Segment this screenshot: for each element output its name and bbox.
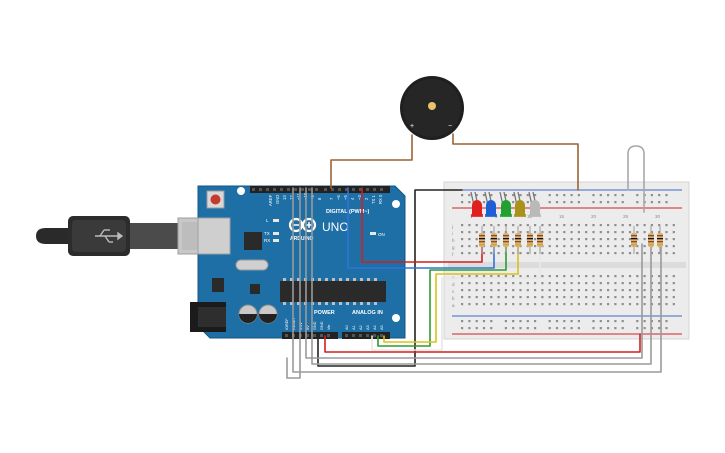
wire-green[interactable] bbox=[377, 245, 507, 347]
svg-text:A2: A2 bbox=[359, 325, 363, 330]
wire-gray-2[interactable] bbox=[286, 187, 301, 379]
reset-button[interactable] bbox=[210, 194, 221, 205]
svg-text:IOREF: IOREF bbox=[285, 318, 289, 330]
resistor[interactable] bbox=[479, 226, 485, 254]
resistor[interactable] bbox=[491, 226, 497, 254]
power-jack bbox=[190, 302, 226, 332]
resistor[interactable] bbox=[527, 226, 533, 254]
breadboard[interactable]: 1 5 10 15 20 25 30 j i h g f e d c b a bbox=[443, 181, 690, 340]
wire-blue[interactable] bbox=[347, 187, 495, 269]
wire-yellow[interactable] bbox=[383, 245, 519, 343]
gnd-label: GND bbox=[275, 195, 280, 204]
led-row bbox=[470, 191, 541, 217]
arduino-brand-label: ARDUINO bbox=[290, 236, 313, 242]
usb-icon bbox=[95, 229, 124, 243]
svg-text:A4: A4 bbox=[373, 325, 377, 330]
svg-text:~6: ~6 bbox=[336, 195, 341, 200]
led-blue[interactable] bbox=[484, 191, 497, 217]
svg-text:13: 13 bbox=[282, 195, 287, 200]
analog-label: ANALOG IN bbox=[352, 310, 383, 316]
svg-text:8: 8 bbox=[317, 197, 322, 200]
led-l-label: L bbox=[266, 218, 269, 223]
svg-text:Vin: Vin bbox=[327, 325, 331, 330]
svg-text:20: 20 bbox=[591, 214, 597, 219]
svg-text:i: i bbox=[452, 231, 453, 236]
svg-text:g: g bbox=[452, 245, 455, 250]
analog-pin-labels: A0 A1 A2 A3 A4 A5 bbox=[345, 325, 384, 330]
resistor-row bbox=[479, 226, 663, 254]
svg-text:~3: ~3 bbox=[357, 195, 362, 200]
svg-text:4: 4 bbox=[350, 197, 355, 200]
svg-text:3.3V: 3.3V bbox=[299, 322, 303, 330]
resistor[interactable] bbox=[515, 226, 521, 254]
buzzer-plus-label: + bbox=[410, 123, 414, 130]
digital-header[interactable] bbox=[250, 186, 390, 193]
aref-label: AREF bbox=[268, 194, 273, 206]
led-green[interactable] bbox=[499, 191, 512, 217]
led-red[interactable] bbox=[470, 191, 483, 217]
svg-text:A3: A3 bbox=[366, 325, 370, 330]
svg-text:~11: ~11 bbox=[296, 193, 301, 200]
resistor[interactable] bbox=[657, 226, 663, 254]
arduino-uno-board[interactable]: AREF GND 13 12 ~11 ~10 ~9 8 7 ~6 ~5 4 ~3… bbox=[190, 185, 406, 339]
resistor[interactable] bbox=[648, 226, 654, 254]
analog-header[interactable] bbox=[342, 332, 390, 339]
svg-text:RESET: RESET bbox=[292, 317, 296, 330]
svg-text:25: 25 bbox=[623, 214, 629, 219]
svg-text:15: 15 bbox=[559, 214, 565, 219]
wire-white[interactable] bbox=[371, 245, 541, 351]
svg-text:7: 7 bbox=[329, 197, 334, 200]
tx-label: TX bbox=[264, 231, 270, 236]
svg-text:c: c bbox=[452, 289, 455, 294]
led-white[interactable] bbox=[528, 191, 541, 217]
svg-text:5V: 5V bbox=[306, 325, 310, 330]
svg-text:TX 1: TX 1 bbox=[371, 194, 376, 204]
piezo-buzzer[interactable]: + − bbox=[400, 76, 464, 140]
svg-text:GND: GND bbox=[320, 321, 324, 330]
led-yellow[interactable] bbox=[513, 191, 526, 217]
wire-gray-3[interactable] bbox=[311, 187, 652, 365]
power-header[interactable] bbox=[282, 332, 338, 339]
resistor[interactable] bbox=[503, 226, 509, 254]
svg-text:2: 2 bbox=[364, 197, 369, 200]
svg-text:A5: A5 bbox=[380, 325, 384, 330]
wire-gray-4[interactable] bbox=[305, 187, 643, 359]
svg-text:A0: A0 bbox=[345, 325, 349, 330]
svg-text:30: 30 bbox=[655, 214, 661, 219]
power-label: POWER bbox=[314, 310, 335, 316]
wire-buzzer-positive[interactable] bbox=[330, 134, 413, 189]
resistor[interactable] bbox=[631, 226, 637, 254]
svg-text:j: j bbox=[451, 224, 453, 229]
rx-label: RX bbox=[264, 238, 270, 243]
svg-text:a: a bbox=[452, 303, 455, 308]
svg-text:~5: ~5 bbox=[343, 195, 348, 200]
buzzer-minus-label: − bbox=[448, 123, 452, 130]
wire-gray-1[interactable] bbox=[292, 187, 662, 373]
svg-text:f: f bbox=[452, 252, 454, 257]
wire-ground[interactable] bbox=[317, 189, 463, 367]
svg-text:d: d bbox=[452, 282, 455, 287]
wire-buzzer-negative[interactable] bbox=[452, 133, 579, 191]
svg-text:A1: A1 bbox=[352, 325, 356, 330]
svg-text:RX 0: RX 0 bbox=[378, 194, 383, 204]
wire-gray-hairpin[interactable] bbox=[627, 145, 645, 213]
svg-text:GND: GND bbox=[313, 321, 317, 330]
svg-text:12: 12 bbox=[289, 195, 294, 200]
resistor[interactable] bbox=[537, 226, 543, 254]
crystal-oscillator bbox=[235, 259, 269, 271]
uno-label: UNO bbox=[322, 220, 349, 234]
arduino-logo-icon bbox=[288, 217, 317, 233]
on-label: ON bbox=[378, 232, 385, 237]
power-pin-labels: IOREF RESET 3.3V 5V GND GND Vin bbox=[285, 317, 331, 330]
svg-text:b: b bbox=[452, 296, 455, 301]
atmega-chip bbox=[280, 281, 386, 302]
wire-red-rail[interactable] bbox=[324, 333, 641, 353]
svg-text:h: h bbox=[452, 238, 455, 243]
